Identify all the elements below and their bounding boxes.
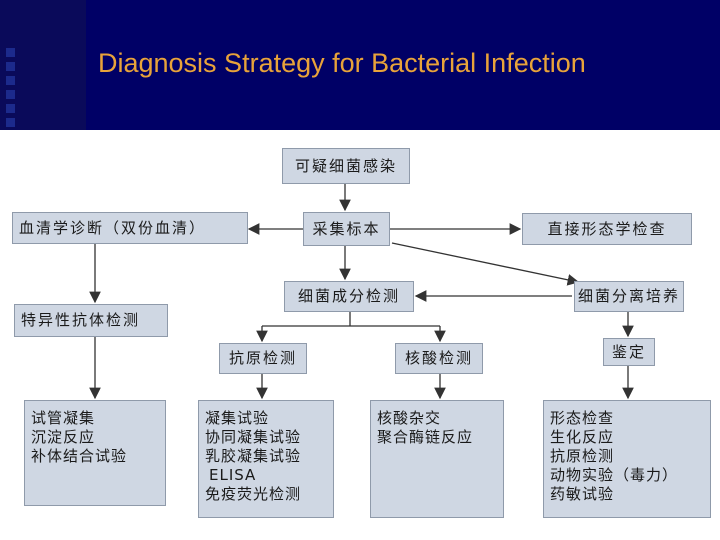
list-item: 动物实验（毒力） <box>550 466 679 484</box>
node-suspected-infection: 可疑细菌感染 <box>282 148 410 184</box>
decorative-strip <box>0 0 86 130</box>
list-item: 沉淀反应 <box>31 428 96 446</box>
slide-title: Diagnosis Strategy for Bacterial Infecti… <box>98 48 586 78</box>
node-direct-morphology: 直接形态学检查 <box>522 213 692 245</box>
node-bacterial-component: 细菌成分检测 <box>284 281 414 312</box>
list-item: 试管凝集 <box>31 409 96 427</box>
list-antigen-methods: 凝集试验 协同凝集试验 乳胶凝集试验 ELISA 免疫荧光检测 <box>198 400 334 518</box>
list-item: 形态检查 <box>550 409 615 427</box>
list-item: 聚合酶链反应 <box>377 428 474 446</box>
list-item: 药敏试验 <box>550 485 615 503</box>
list-item: 核酸杂交 <box>377 409 442 427</box>
node-bacterial-culture: 细菌分离培养 <box>574 281 684 312</box>
list-antibody-methods: 试管凝集 沉淀反应 补体结合试验 <box>24 400 166 506</box>
slide-header <box>0 0 720 130</box>
arrow-collect-culture <box>391 242 580 286</box>
node-nucleic-detection: 核酸检测 <box>395 343 483 374</box>
node-specific-antibody: 特异性抗体检测 <box>14 304 168 337</box>
list-item: 协同凝集试验 <box>205 428 302 446</box>
node-collect-specimen: 采集标本 <box>303 212 390 246</box>
node-identification: 鉴定 <box>603 338 655 366</box>
node-serology-diagnosis: 血清学诊断（双份血清） <box>12 212 248 244</box>
list-item: 补体结合试验 <box>31 447 128 465</box>
list-item: 免疫荧光检测 <box>205 485 302 503</box>
list-nucleic-methods: 核酸杂交 聚合酶链反应 <box>370 400 504 518</box>
list-item: 生化反应 <box>550 428 615 446</box>
list-identify-methods: 形态检查 生化反应 抗原检测 动物实验（毒力） 药敏试验 <box>543 400 711 518</box>
list-item: 乳胶凝集试验 <box>205 447 302 465</box>
list-item: 抗原检测 <box>550 447 615 465</box>
list-item: 凝集试验 <box>205 409 270 427</box>
list-item: ELISA <box>209 466 257 484</box>
node-antigen-detection: 抗原检测 <box>219 343 307 374</box>
